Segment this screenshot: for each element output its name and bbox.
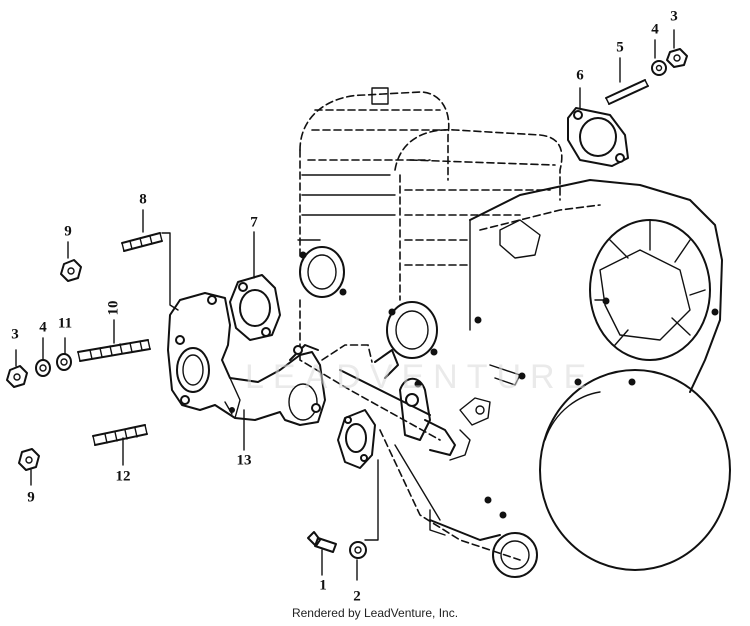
callout-1: 1 [319, 577, 327, 594]
nut-3-left [6, 365, 28, 388]
callout-4-top: 4 [651, 21, 659, 38]
callout-11: 11 [57, 315, 73, 332]
screw-1 [307, 531, 337, 553]
callout-13: 13 [236, 452, 252, 469]
washer-4-left [35, 359, 51, 377]
washer-11 [56, 353, 72, 371]
callout-9-upper: 9 [64, 223, 72, 240]
gasket-lower [337, 409, 376, 469]
engine-block [297, 87, 731, 578]
stud-10 [77, 339, 151, 362]
callout-4-left: 4 [39, 319, 47, 336]
callout-7: 7 [250, 214, 258, 231]
nut-9-lower [18, 448, 40, 471]
callout-8: 8 [139, 191, 147, 208]
nut-9-upper [60, 259, 82, 282]
watermark: LEADVENTURE [245, 358, 596, 396]
callout-6: 6 [576, 67, 584, 84]
callout-3-top: 3 [670, 8, 678, 25]
callout-5: 5 [616, 39, 624, 56]
callout-9-lower: 9 [27, 489, 35, 506]
intake-manifold-13 [167, 292, 326, 426]
washer-4-top [651, 60, 667, 76]
callout-3-left: 3 [11, 326, 19, 343]
leader-lines [15, 29, 675, 581]
nut-3-top [666, 48, 688, 68]
callout-2: 2 [353, 588, 361, 605]
callout-12: 12 [115, 468, 131, 485]
stud-12 [92, 424, 148, 446]
washer-2 [349, 541, 367, 559]
gasket-6 [567, 107, 629, 167]
stud-8 [121, 232, 163, 252]
footer-credit: Rendered by LeadVenture, Inc. [291, 606, 459, 620]
gasket-7 [229, 274, 281, 341]
stud-5 [605, 79, 649, 105]
callout-10: 10 [105, 300, 122, 316]
